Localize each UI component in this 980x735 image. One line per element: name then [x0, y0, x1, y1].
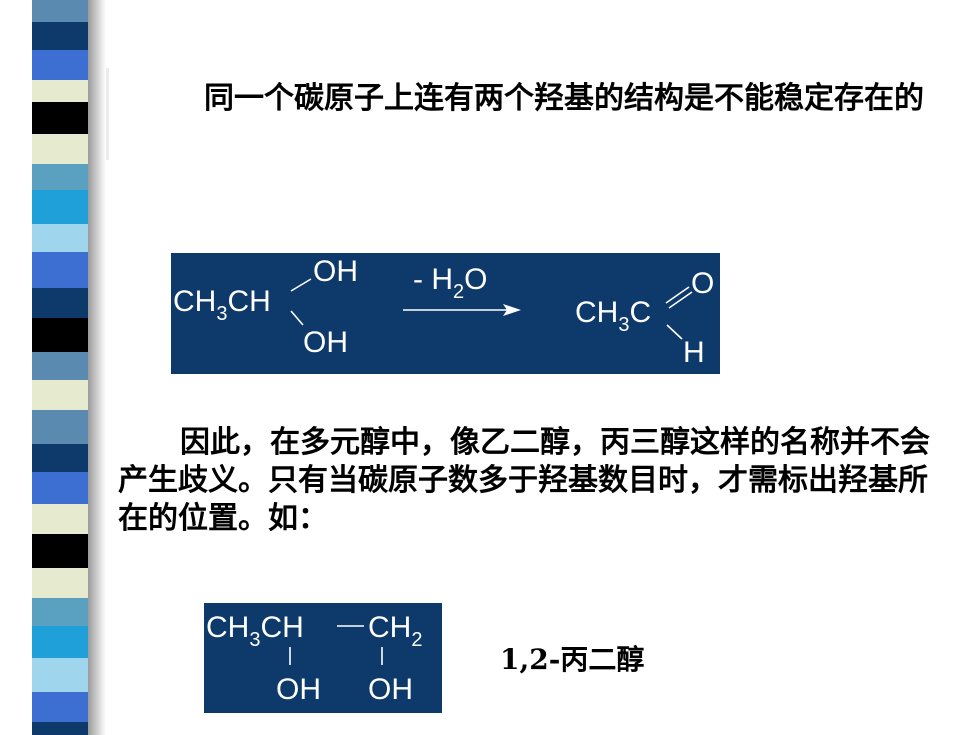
stripe-segment	[32, 224, 88, 252]
stripe-segment	[32, 692, 88, 722]
stripe-segment	[32, 22, 88, 50]
compound-name: 1,2-丙二醇	[500, 643, 645, 676]
product-formula: CH3C	[575, 296, 651, 336]
carbon1-label: CH3CH	[206, 611, 304, 651]
bond-oh-top	[290, 278, 312, 292]
paragraph-naming: 因此，在多元醇中，像乙二醇，丙三醇这样的名称并不会产生歧义。只有当碳原子数多于羟…	[118, 424, 948, 538]
carbon3-label: CH2	[368, 611, 422, 651]
stripe-segment	[32, 380, 88, 410]
stripe-shadow	[88, 0, 106, 735]
stripe-segment	[32, 352, 88, 380]
stripe-segment	[32, 472, 88, 504]
reaction-arrow-head	[503, 304, 521, 316]
stripe-segment	[32, 190, 88, 224]
bond-co-1	[665, 286, 690, 304]
stripe-segment	[32, 658, 88, 692]
stripe-segment	[32, 504, 88, 534]
oh-top: OH	[313, 255, 358, 288]
oh1-label: OH	[276, 673, 321, 706]
paragraph-stability-text: 同一个碳原子上连有两个羟基的结构是不能稳定存在的	[204, 81, 924, 116]
stripe-segment	[32, 626, 88, 658]
arrow-label: - H2O	[413, 263, 487, 303]
stripe-segment	[32, 50, 88, 80]
stripe-segment	[32, 534, 88, 568]
stripe-segment	[32, 80, 88, 102]
reaction-formula: CH3CH OH OH - H2O CH3C O H	[171, 253, 720, 374]
stripe-segment	[32, 410, 88, 444]
oh2-label: OH	[368, 673, 413, 706]
stripe-segment	[32, 722, 88, 735]
product-oxygen: O	[691, 267, 714, 300]
product-hydrogen: H	[683, 336, 705, 369]
propanediol-formula: CH3CH CH2 OH OH	[204, 603, 442, 713]
paragraph-naming-text: 因此，在多元醇中，像乙二醇，丙三醇这样的名称并不会产生歧义。只有当碳原子数多于羟…	[118, 425, 930, 536]
stripe-segment	[32, 288, 88, 318]
stripe-segment	[32, 0, 88, 22]
bond-oh-bottom	[290, 310, 304, 326]
reaction-formula-drawing: CH3CH OH OH - H2O CH3C O H	[173, 255, 714, 369]
stripe-segment	[32, 164, 88, 190]
stripe-segment	[32, 568, 88, 598]
left-margin	[0, 0, 32, 735]
stripe-segment	[32, 102, 88, 134]
stripe-segment	[32, 134, 88, 164]
paragraph-stability: 同一个碳原子上连有两个羟基的结构是不能稳定存在的	[118, 80, 938, 118]
stripe-segment	[32, 598, 88, 626]
oh-bottom: OH	[303, 326, 348, 359]
propanediol-drawing: CH3CH CH2 OH OH	[206, 611, 422, 706]
stripe-segment	[32, 318, 88, 352]
stripe-segment	[32, 252, 88, 288]
bond-co-2	[668, 291, 693, 309]
reactant-formula: CH3CH	[173, 285, 271, 325]
separator-line	[106, 68, 109, 160]
bond-ch	[666, 324, 683, 340]
decorative-stripe-bar	[32, 0, 88, 735]
stripe-segment	[32, 444, 88, 472]
